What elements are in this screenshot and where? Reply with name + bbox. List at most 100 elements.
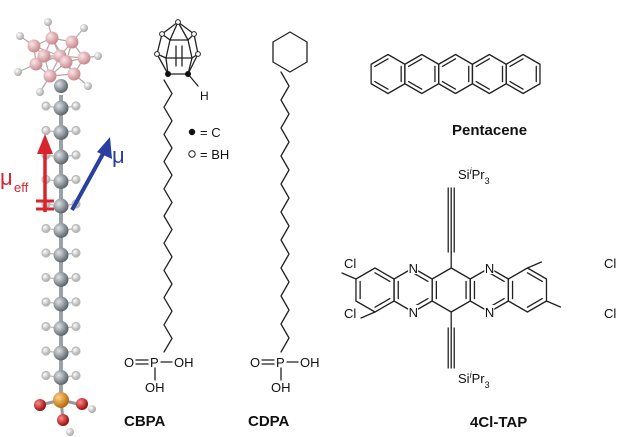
- hydrogen-atom: [41, 370, 51, 381]
- si-top-label: SiiPr3: [458, 166, 490, 186]
- boron-atom: [45, 31, 59, 45]
- legend-carbon-label: = C: [200, 125, 221, 140]
- oxygen-label: O: [250, 355, 260, 370]
- mu-eff-label: μ: [0, 165, 13, 190]
- hydrogen-atom: [71, 370, 81, 381]
- aromatic-ring: [505, 53, 541, 95]
- chlorine-label: Cl: [344, 306, 356, 321]
- hydrogen-atom: [41, 223, 51, 234]
- si-bottom-label: SiiPr3: [458, 370, 490, 390]
- atom-legend: = C = BH: [188, 125, 229, 162]
- hydrogen-atom: [41, 125, 51, 136]
- oxygen-label: O: [124, 355, 134, 370]
- chlorine-label: Cl: [344, 256, 356, 271]
- cdpa-phosphonic-acid: P O OH OH: [250, 355, 320, 395]
- mu-eff-arrow: [36, 134, 54, 212]
- aromatic-ring: [370, 53, 406, 95]
- phosphorus-label: P: [276, 355, 285, 370]
- hydrogen-atom: [71, 101, 81, 111]
- phosphorus-atom: [53, 392, 69, 408]
- hydrogen-atom: [71, 174, 81, 185]
- cbpa-alkyl-chain: [163, 79, 173, 353]
- cage-carbon-dot: [185, 71, 191, 77]
- cbpa-name: CBPA: [124, 413, 166, 430]
- cdpa-alkyl-chain: [280, 71, 290, 353]
- chain-carbon-atom: [53, 149, 69, 165]
- boron-atom: [43, 69, 57, 83]
- chain-carbon-atom: [53, 321, 69, 336]
- chain-carbon-atom: [53, 174, 69, 189]
- hydrogen-atom: [80, 24, 88, 32]
- chain-carbon-atom: [53, 198, 69, 214]
- mu-eff-subscript: eff: [14, 180, 29, 195]
- cbpa-3d-model: μ eff μ: [0, 18, 125, 436]
- chlorine-label: Cl: [604, 306, 616, 321]
- nitrogen-label: N: [485, 305, 494, 320]
- hydrogen-atom: [84, 82, 92, 90]
- tap-name: 4Cl-TAP: [470, 414, 527, 431]
- cbpa-structure: H P O OH OH CBPA: [124, 19, 209, 430]
- chain-carbon-atom: [53, 296, 69, 312]
- hydrogen-atom: [71, 150, 81, 160]
- hydrogen-atom: [41, 272, 51, 283]
- cage-carbon-atom: [54, 79, 68, 93]
- hydrogen-atom: [41, 101, 51, 111]
- nitrogen-label: N: [485, 261, 494, 276]
- aromatic-ring: [471, 53, 507, 95]
- chain-carbon-atom: [53, 100, 69, 116]
- nitrogen-label: N: [409, 305, 418, 320]
- chain-carbon-atom: [53, 247, 69, 263]
- legend-bh-label: = BH: [200, 147, 229, 162]
- hydroxyl-label: OH: [145, 380, 165, 395]
- hydrogen-atom: [71, 248, 81, 258]
- chain-carbon-atom: [53, 272, 69, 287]
- chain-carbon-atom: [53, 370, 69, 385]
- cdpa-name: CDPA: [248, 413, 290, 430]
- hydrogen-atom: [71, 321, 81, 332]
- carbon-legend-dot: [188, 128, 196, 136]
- boron-atom: [77, 51, 91, 65]
- hydrogen-atom: [71, 297, 81, 307]
- boron-atom: [37, 49, 51, 63]
- aromatic-ring: [355, 267, 395, 313]
- cyclohexane-ring: [272, 31, 308, 73]
- aromatic-ring: [507, 267, 548, 313]
- hydrogen-atom: [71, 223, 81, 234]
- hydrogen-atom: [71, 346, 81, 356]
- hydrogen-atom: [94, 52, 102, 60]
- hydrogen-atom: [71, 125, 81, 136]
- chain-carbon-atom: [53, 125, 69, 140]
- hydroxyl-label: OH: [174, 355, 194, 370]
- boron-atom: [59, 55, 73, 69]
- oxygen-atom: [34, 399, 46, 411]
- hydrogen-label: H: [200, 89, 209, 103]
- hydrogen-atom: [36, 88, 44, 96]
- aromatic-ring: [431, 267, 471, 313]
- boron-atom: [29, 57, 43, 71]
- hydrogen-atom: [44, 18, 52, 26]
- pentacene-name: Pentacene: [452, 122, 527, 139]
- hydrogen-atom: [66, 428, 74, 436]
- hydroxyl-label: OH: [300, 355, 320, 370]
- hydrogen-atom: [41, 248, 51, 258]
- pentacene-structure: [370, 53, 541, 95]
- cbpa-phosphonic-acid: P O OH OH: [124, 355, 194, 395]
- mu-arrow: [70, 137, 112, 211]
- aromatic-ring: [404, 53, 440, 95]
- phosphonic-acid-group: [34, 392, 96, 436]
- hydrogen-atom: [16, 32, 24, 40]
- aromatic-ring: [438, 53, 474, 95]
- boron-atom: [27, 39, 41, 53]
- hydrogen-atom: [41, 346, 51, 356]
- hydroxyl-label: OH: [271, 380, 291, 395]
- mu-label: μ: [112, 143, 125, 168]
- hydrogen-atom: [14, 68, 22, 76]
- chlorine-label: Cl: [604, 256, 616, 271]
- chain-carbon-atom: [53, 345, 69, 361]
- hydrogen-atom: [88, 405, 96, 413]
- chain-carbon-atom: [53, 223, 69, 238]
- phosphorus-label: P: [150, 355, 159, 370]
- oxygen-atom: [76, 398, 88, 410]
